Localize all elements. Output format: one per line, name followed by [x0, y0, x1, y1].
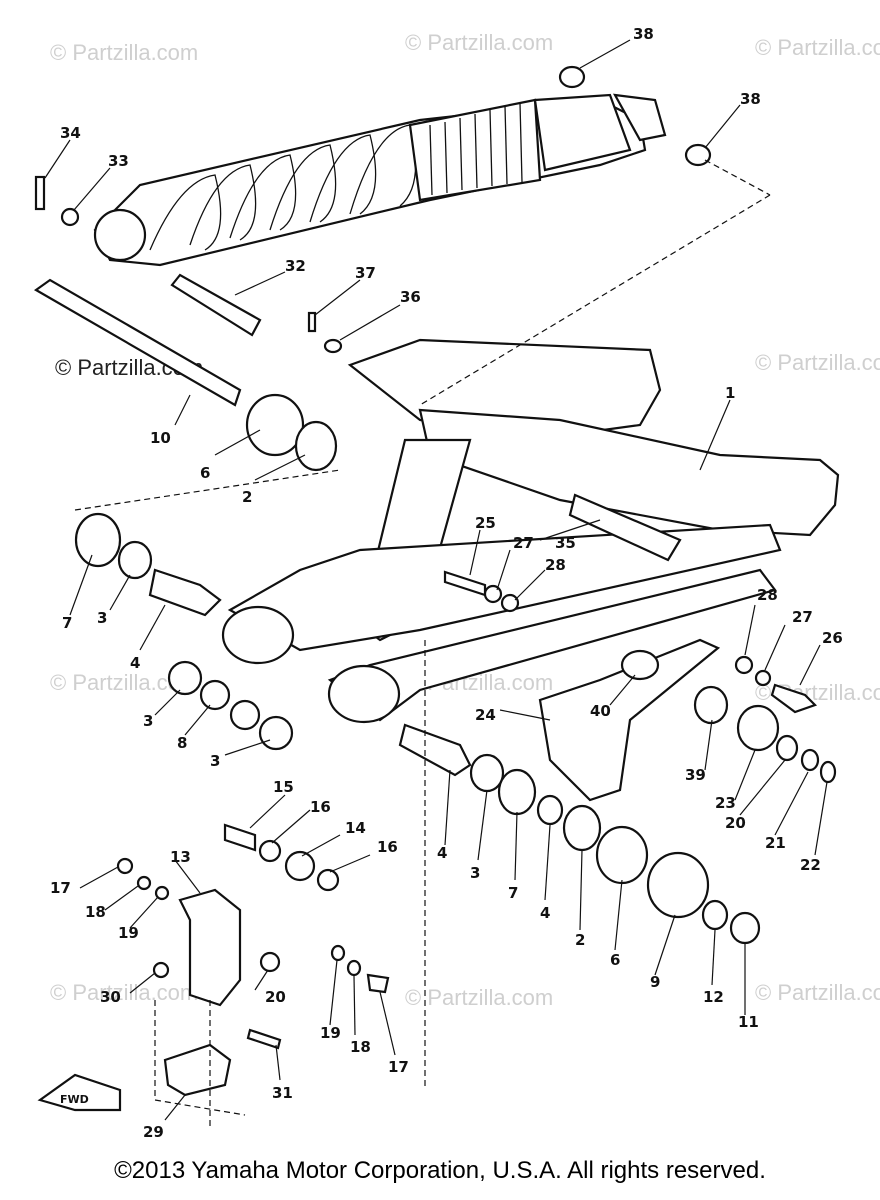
- fwd-label: FWD: [60, 1093, 89, 1106]
- callout-6: 6: [200, 464, 210, 482]
- watermark: © Partzilla.com: [405, 985, 553, 1010]
- lower-bracket-assembly: [116, 823, 390, 1097]
- callout-31: 31: [272, 1084, 293, 1102]
- top-small-parts: [33, 65, 712, 407]
- callout-10: 10: [150, 429, 171, 447]
- callout-3: 3: [143, 712, 153, 730]
- part-10-shaft: [33, 278, 242, 407]
- copyright-notice: ©2013 Yamaha Motor Corporation, U.S.A. A…: [114, 1157, 766, 1184]
- callout-17: 17: [50, 879, 71, 897]
- part-37-pin: [307, 311, 317, 333]
- callout-3: 3: [210, 752, 220, 770]
- callout-39: 39: [685, 766, 706, 784]
- callout-14: 14: [345, 819, 366, 837]
- part-32-bolt: [170, 273, 262, 337]
- watermark: © Partzilla.com: [755, 350, 880, 375]
- callout-35: 35: [555, 534, 576, 552]
- callout-36: 36: [400, 288, 421, 306]
- rear-shock-absorber: [93, 93, 667, 267]
- leader-lines: [44, 39, 828, 1121]
- callout-5: 4: [540, 904, 550, 922]
- callout-33: 33: [108, 152, 129, 170]
- watermark-layer: © Partzilla.com © Partzilla.com © Partzi…: [50, 30, 880, 1010]
- part-38-washer: [684, 143, 712, 167]
- callout-6: 6: [610, 951, 620, 969]
- callout-4: 4: [130, 654, 140, 672]
- callout-7: 7: [62, 614, 72, 632]
- left-bearing-group: [74, 393, 338, 751]
- callout-11: 11: [738, 1013, 759, 1031]
- part-35-brace: [568, 493, 682, 562]
- callout-7: 7: [508, 884, 518, 902]
- callout-40: 40: [590, 702, 611, 720]
- part-33-nut: [60, 207, 80, 227]
- callout-29: 29: [143, 1123, 164, 1141]
- callout-8: 8: [177, 734, 187, 752]
- callout-16: 16: [310, 798, 331, 816]
- callout-27: 27: [792, 608, 813, 626]
- callout-34: 34: [60, 124, 81, 142]
- callout-3: 3: [470, 864, 480, 882]
- callout-22: 22: [800, 856, 821, 874]
- assembly-lines: [74, 159, 771, 1130]
- callout-13: 13: [170, 848, 191, 866]
- watermark: © Partzilla.com: [755, 980, 880, 1005]
- callout-27: 27: [513, 534, 534, 552]
- callout-30: 30: [100, 988, 121, 1006]
- callout-2: 2: [575, 931, 585, 949]
- part-40-plate: [620, 649, 660, 681]
- callout-numbers: 38 38 34 33 32 37 36 1 10 6 2 25 27 28 3…: [50, 25, 843, 1141]
- callout-28: 28: [545, 556, 566, 574]
- callout-1: 1: [725, 384, 735, 402]
- part-34-pin: [34, 175, 46, 211]
- part-38-washer: [558, 65, 586, 89]
- callout-24: 24: [475, 706, 496, 724]
- callout-2: 2: [242, 488, 252, 506]
- swing-arm: [221, 338, 840, 802]
- watermark: © Partzilla.com: [50, 980, 198, 1005]
- callout-38: 38: [633, 25, 654, 43]
- fwd-arrow: FWD: [37, 1073, 122, 1112]
- right-small-parts: [443, 570, 837, 784]
- callout-23: 23: [715, 794, 736, 812]
- callout-38: 38: [740, 90, 761, 108]
- part-36-washer: [323, 338, 343, 354]
- callout-18: 18: [85, 903, 106, 921]
- callout-15: 15: [273, 778, 294, 796]
- callout-26: 26: [822, 629, 843, 647]
- watermark: © Partzilla.com: [755, 35, 880, 60]
- callout-16: 16: [377, 838, 398, 856]
- watermark: © Partzilla.com: [50, 40, 198, 65]
- callout-19: 19: [320, 1024, 341, 1042]
- callout-4: 4: [437, 844, 447, 862]
- callout-19: 19: [118, 924, 139, 942]
- callout-18: 18: [350, 1038, 371, 1056]
- callout-20: 20: [265, 988, 286, 1006]
- callout-21: 21: [765, 834, 786, 852]
- callout-9: 9: [650, 973, 660, 991]
- watermark: © Partzilla.com: [405, 30, 553, 55]
- callout-32: 32: [285, 257, 306, 275]
- callout-3: 3: [97, 609, 107, 627]
- callout-37: 37: [355, 264, 376, 282]
- callout-20: 20: [725, 814, 746, 832]
- callout-17: 17: [388, 1058, 409, 1076]
- callout-28: 28: [757, 586, 778, 604]
- callout-25: 25: [475, 514, 496, 532]
- callout-12: 12: [703, 988, 724, 1006]
